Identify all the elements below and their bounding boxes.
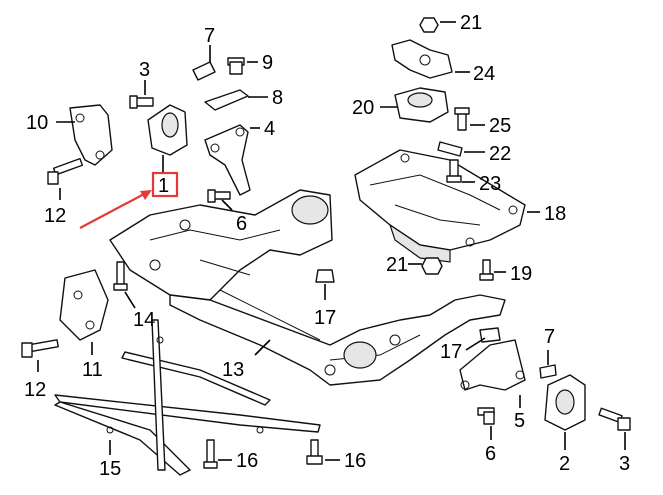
nut-17-upper[interactable]	[315, 269, 335, 283]
brace-15[interactable]	[54, 319, 321, 476]
bolt-16-left[interactable]	[203, 439, 218, 469]
callout-3-upper[interactable]: 3	[139, 59, 150, 81]
callout-12-lower[interactable]: 12	[24, 379, 46, 401]
callout-20[interactable]: 20	[352, 97, 374, 119]
callout-21-top[interactable]: 21	[460, 12, 482, 34]
crossmember-13[interactable]	[109, 189, 506, 386]
bolt-12-upper[interactable]	[47, 157, 84, 185]
callout-4[interactable]: 4	[264, 118, 275, 140]
highlight-arrow	[79, 190, 152, 229]
bolt-3-lower[interactable]	[598, 407, 631, 431]
nut-21-top[interactable]	[419, 17, 439, 33]
callout-8[interactable]: 8	[272, 87, 283, 109]
callout-7-upper[interactable]: 7	[204, 25, 215, 47]
cap-7-upper[interactable]	[192, 61, 216, 81]
bracket-11[interactable]	[59, 269, 109, 341]
callout-12-upper[interactable]: 12	[44, 205, 66, 227]
callout-24[interactable]: 24	[473, 63, 495, 85]
bolt-9[interactable]	[227, 57, 245, 75]
bolt-6-lower[interactable]	[477, 407, 495, 425]
bolt-16-right[interactable]	[306, 439, 323, 465]
highlight-box	[151, 171, 179, 198]
callout-labels: 10 3 7 9 8 4 1 12 6 21 24 20 25 22 23 18…	[24, 12, 630, 480]
mount-20[interactable]	[394, 87, 449, 123]
callout-11[interactable]: 11	[82, 359, 103, 381]
nut-21-lower[interactable]	[421, 257, 443, 275]
callout-3-lower[interactable]: 3	[619, 453, 630, 475]
mount-1[interactable]	[147, 104, 188, 156]
callout-15[interactable]: 15	[99, 458, 121, 480]
bolt-3-upper[interactable]	[129, 95, 154, 109]
bracket-10[interactable]	[69, 104, 113, 166]
callout-2[interactable]: 2	[559, 453, 570, 475]
bolt-12-lower[interactable]	[21, 339, 59, 358]
bracket-5[interactable]	[459, 339, 526, 391]
bolt-14[interactable]	[113, 261, 128, 291]
bracket-8[interactable]	[204, 89, 249, 111]
callout-5[interactable]: 5	[514, 410, 525, 432]
bolt-23[interactable]	[446, 159, 462, 183]
callout-22[interactable]: 22	[489, 143, 511, 165]
callout-17-upper[interactable]: 17	[314, 307, 336, 329]
callout-17-lower[interactable]: 17	[440, 341, 462, 363]
callout-6-lower[interactable]: 6	[485, 443, 496, 465]
leader-lines	[37, 21, 626, 461]
subframe-18[interactable]	[354, 149, 526, 263]
callout-16-left[interactable]: 16	[236, 450, 258, 472]
callout-1[interactable]: 1	[158, 175, 169, 197]
callout-13[interactable]: 13	[222, 359, 244, 381]
callout-25[interactable]: 25	[489, 115, 511, 137]
bracket-24[interactable]	[391, 39, 453, 79]
callout-19[interactable]: 19	[510, 263, 532, 285]
callout-23[interactable]: 23	[479, 173, 501, 195]
callout-9[interactable]: 9	[262, 52, 273, 74]
callout-18[interactable]: 18	[544, 203, 566, 225]
callout-7-lower[interactable]: 7	[544, 326, 555, 348]
callout-16-right[interactable]: 16	[344, 450, 366, 472]
mount-2[interactable]	[544, 374, 586, 431]
callout-6-upper[interactable]: 6	[236, 213, 247, 235]
callout-21-lower[interactable]: 21	[386, 254, 408, 276]
bracket-4[interactable]	[204, 124, 251, 196]
callout-10[interactable]: 10	[26, 112, 48, 134]
bolt-25[interactable]	[454, 107, 470, 131]
callout-14[interactable]: 14	[133, 309, 155, 331]
shim-22[interactable]	[437, 141, 463, 157]
bolt-6-upper[interactable]	[207, 189, 231, 203]
bolt-19[interactable]	[479, 259, 494, 281]
cap-7-lower[interactable]	[539, 364, 557, 379]
